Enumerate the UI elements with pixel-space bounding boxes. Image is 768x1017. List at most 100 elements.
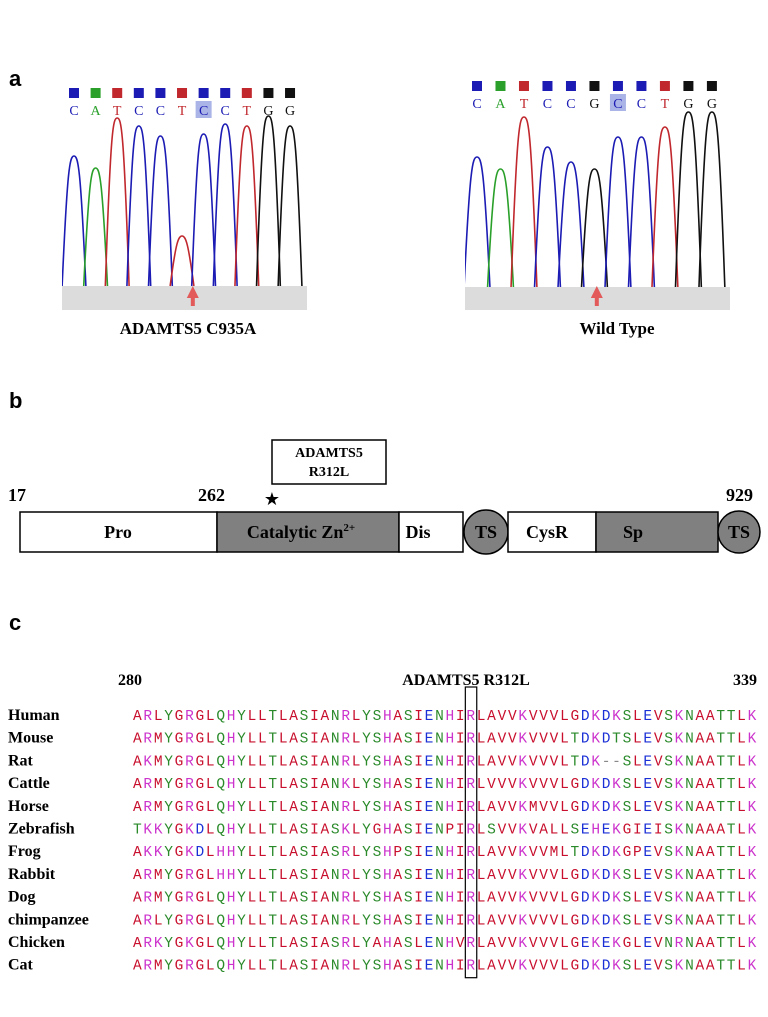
base-call-marker xyxy=(518,81,529,91)
domain-ts-2-label: TS xyxy=(728,522,750,542)
domain-catalytic-name: Catalytic Zn xyxy=(247,522,344,542)
base-call-letter: A xyxy=(91,104,102,119)
base-call-letter: A xyxy=(495,97,506,112)
base-call-letter: G xyxy=(263,104,273,119)
species-label: Cat xyxy=(8,957,34,974)
trace-peak xyxy=(533,146,562,288)
alignment-end: 339 xyxy=(733,672,757,689)
base-call-marker xyxy=(636,81,647,91)
base-call-marker xyxy=(263,88,274,98)
base-call-marker xyxy=(472,81,482,91)
base-call-letter: G xyxy=(589,97,599,112)
trace-peak xyxy=(557,161,585,288)
base-call-marker xyxy=(112,88,123,98)
trace-peak xyxy=(82,167,109,287)
domain-pro-label: Pro xyxy=(104,522,132,542)
mutation-arrow xyxy=(186,286,199,298)
alignment-title: ADAMTS5 R312L xyxy=(402,672,530,689)
domain-catalytic-sup: 2+ xyxy=(343,522,355,534)
species-labels: HumanMouseRatCattleHorseZebrafishFrogRab… xyxy=(8,707,89,974)
base-highlight xyxy=(609,94,626,111)
trace-peak xyxy=(147,135,174,287)
trace-peak xyxy=(651,126,679,288)
trace-peak xyxy=(486,168,515,288)
species-label: Horse xyxy=(8,798,49,815)
species-label: Zebrafish xyxy=(8,821,75,838)
base-call-letter: C xyxy=(566,97,575,112)
mutation-box-line2: R312L xyxy=(309,465,349,480)
base-call-marker xyxy=(612,81,623,91)
base-call-letter: T xyxy=(661,97,670,112)
trace-peak xyxy=(190,133,217,287)
base-call-letter: C xyxy=(221,104,230,119)
trace-peak xyxy=(674,111,703,288)
trace-peak xyxy=(463,156,491,288)
base-call-letter: C xyxy=(543,97,552,112)
domain-dis-label: Dis xyxy=(405,522,430,542)
species-label: Dog xyxy=(8,889,36,906)
domain-cysr xyxy=(507,511,597,553)
species-label: Rat xyxy=(8,752,34,769)
domain-cysr-label: CysR xyxy=(526,522,569,542)
base-call-letter: T xyxy=(113,104,122,119)
domain-catalytic-label: Catalytic Zn2+ xyxy=(247,522,355,542)
mutation-star: ★ xyxy=(264,489,280,509)
base-call-marker xyxy=(565,81,576,91)
base-call-marker xyxy=(495,81,506,91)
base-call-letter: C xyxy=(199,104,208,119)
reference-arrow xyxy=(590,286,603,298)
trace-peak xyxy=(255,115,282,287)
domain-pro xyxy=(19,511,218,553)
base-call-marker xyxy=(220,88,231,98)
base-highlight xyxy=(195,101,212,118)
species-label: Mouse xyxy=(8,730,53,747)
base-call-marker xyxy=(659,81,670,91)
baseline-band xyxy=(62,286,307,310)
panel-label-a: a xyxy=(9,66,22,91)
sequence-alignment: 280 ADAMTS5 R312L 339 HumanMouseRatCattl… xyxy=(8,672,757,979)
domain-ts-2 xyxy=(717,510,761,554)
domain-sp-label: Sp xyxy=(623,522,643,542)
position-start: 17 xyxy=(8,485,26,505)
caption-wildtype: Wild Type xyxy=(579,319,655,338)
base-call-letter: G xyxy=(285,104,295,119)
domain-ts-1-label: TS xyxy=(475,522,497,542)
species-label: Chicken xyxy=(8,934,65,951)
trace-peak xyxy=(61,155,87,287)
base-call-letter: C xyxy=(69,104,78,119)
species-label: chimpanzee xyxy=(8,911,89,928)
base-call-marker xyxy=(241,88,252,98)
domain-sp xyxy=(595,511,719,553)
base-call-marker xyxy=(285,88,296,98)
species-label: Frog xyxy=(8,843,41,860)
trace-peak xyxy=(104,117,130,287)
base-call-marker xyxy=(589,81,600,91)
mutation-box-line1: ADAMTS5 xyxy=(295,446,363,461)
base-call-letter: T xyxy=(520,97,529,112)
domain-dis xyxy=(398,511,464,553)
trace-peak xyxy=(580,168,609,288)
trace-peak xyxy=(698,111,726,288)
domain-diagram: ADAMTS5 R312L ★ 17 262 929 Pro Catalytic… xyxy=(8,439,761,555)
base-call-marker xyxy=(133,88,144,98)
base-call-letter: T xyxy=(178,104,187,119)
panel-label-c: c xyxy=(9,610,22,635)
base-call-marker xyxy=(542,81,553,91)
highlight-column xyxy=(464,686,478,979)
base-call-marker xyxy=(683,81,694,91)
species-label: Human xyxy=(8,707,60,724)
trace-peak xyxy=(277,125,303,287)
panel-label-b: b xyxy=(9,388,23,413)
trace-peak xyxy=(604,136,632,288)
